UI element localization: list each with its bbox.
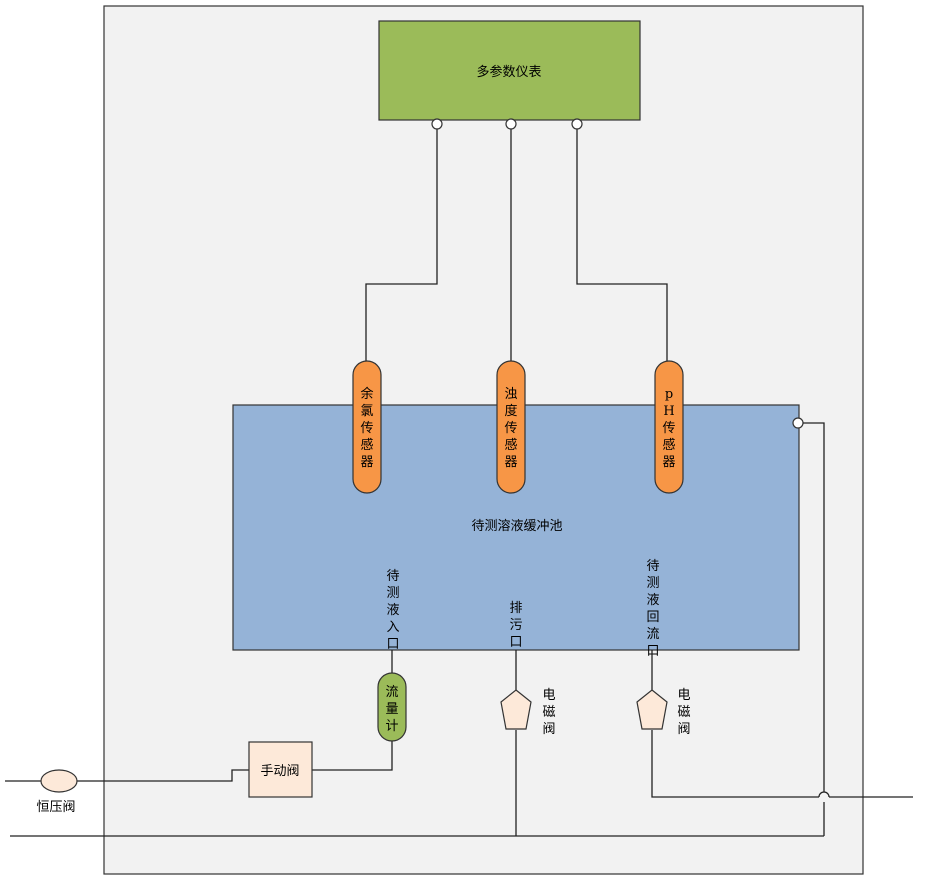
multi-parameter-meter [378,20,641,121]
pipe-overflow-crossover [818,791,830,798]
meter-label: 多参数仪表 [476,64,541,80]
svg-text:磁: 磁 [677,705,690,720]
solenoid-valve-2 [636,689,668,730]
svg-text:计: 计 [385,719,398,734]
svg-text:排: 排 [509,601,522,616]
solenoid-valve-1-label: 电 磁 阀 [542,688,555,737]
svg-text:器: 器 [504,455,517,470]
svg-text:浊: 浊 [504,387,517,402]
overflow-connector [792,417,804,429]
chlorine-sensor-label: 余 氯 传 感 器 [360,386,373,470]
pipe-manual-to-pressure [77,769,249,782]
meter-connector-3 [571,118,583,130]
svg-text:流: 流 [385,685,398,700]
svg-text:感: 感 [662,437,675,453]
drain-port-label: 排 污 口 [509,601,522,650]
svg-text:电: 电 [677,688,690,703]
solenoid-valve-1 [500,689,532,730]
svg-text:器: 器 [360,455,373,470]
svg-text:测: 测 [646,576,659,591]
return-port-label: 待 测 液 回 流 口 [646,559,659,659]
svg-text:磁: 磁 [542,705,555,720]
svg-text:传: 传 [662,421,675,436]
svg-text:待: 待 [646,559,659,574]
chlorine-sensor [352,360,382,494]
svg-text:量: 量 [385,702,398,717]
wire-chlorine [365,129,438,362]
inlet-port-label: 待 测 液 入 口 [386,569,399,652]
flowmeter-label: 流 量 计 [385,685,398,734]
svg-text:待: 待 [386,569,399,584]
manual-valve-label: 手动阀 [260,764,299,779]
svg-text:阀: 阀 [542,722,555,737]
pressure-valve [40,769,78,793]
svg-text:p: p [665,387,673,402]
flowmeter [377,672,407,742]
pipe-flowmeter-to-manual [312,740,393,771]
svg-text:器: 器 [662,455,675,470]
solenoid-valve-2-label: 电 磁 阀 [677,688,690,737]
svg-text:回: 回 [646,610,659,625]
ph-sensor-label: p H 传 感 器 [662,387,675,470]
svg-text:传: 传 [504,421,517,436]
svg-text:流: 流 [646,627,659,642]
tank-label: 待测溶液缓冲池 [471,519,562,534]
meter-connector-2 [505,118,517,130]
svg-text:测: 测 [386,586,399,601]
svg-text:口: 口 [646,644,659,659]
svg-text:液: 液 [386,603,399,618]
turbidity-sensor [496,360,526,494]
svg-text:液: 液 [646,593,659,608]
manual-valve [248,741,313,798]
svg-text:感: 感 [360,437,373,453]
svg-text:氯: 氯 [360,404,373,419]
svg-text:阀: 阀 [677,722,690,737]
pipe-solenoid2-out [651,730,819,798]
svg-text:度: 度 [504,403,517,419]
svg-text:余: 余 [360,386,373,402]
svg-text:口: 口 [509,635,522,650]
svg-text:电: 电 [542,688,555,703]
pipe-overflow [803,422,825,792]
svg-text:口: 口 [386,637,399,652]
meter-connector-1 [431,118,443,130]
svg-text:入: 入 [386,620,399,635]
svg-text:感: 感 [504,437,517,453]
svg-text:传: 传 [360,421,373,436]
pressure-valve-label: 恒压阀 [36,800,75,815]
ph-sensor [654,360,684,494]
turbidity-sensor-label: 浊 度 传 感 器 [504,387,517,470]
wire-ph [576,129,668,362]
svg-text:污: 污 [509,618,522,633]
svg-text:H: H [663,404,674,419]
